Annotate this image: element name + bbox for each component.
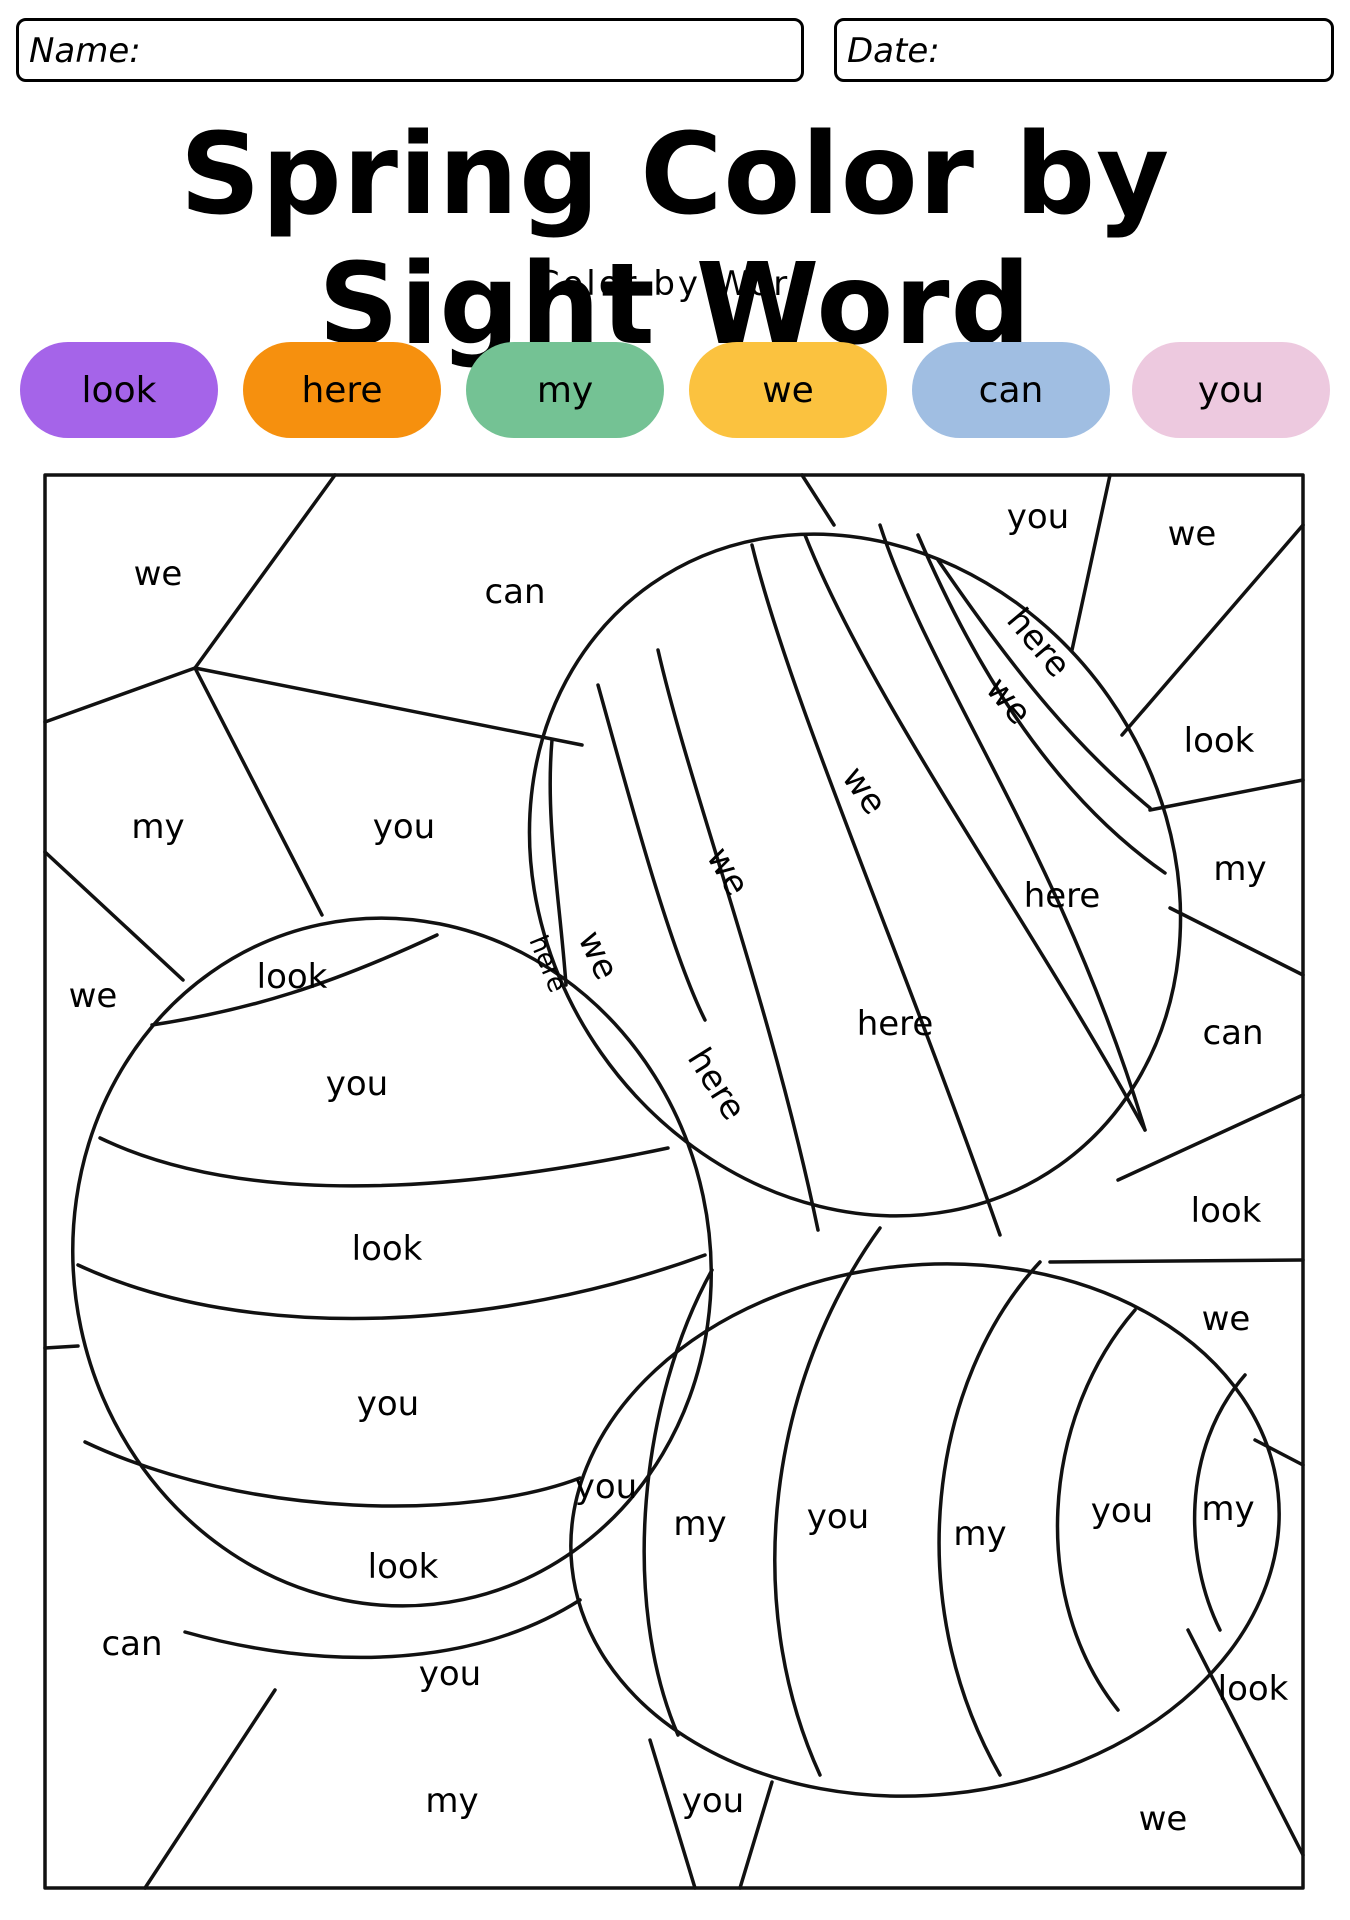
stripe bbox=[803, 533, 1147, 1132]
egg-outline bbox=[527, 532, 1183, 1218]
page-title: Spring Color by Sight Word bbox=[179, 110, 1171, 370]
background-lines bbox=[43, 473, 1305, 1890]
outline bbox=[143, 1688, 277, 1890]
egg-left bbox=[71, 916, 713, 1660]
region-word: we bbox=[570, 925, 627, 986]
region-word: here bbox=[679, 1041, 754, 1127]
region-word: we bbox=[69, 976, 118, 1016]
legend-pill-look: look bbox=[20, 342, 218, 438]
region-word: here bbox=[857, 1004, 934, 1044]
outline bbox=[800, 473, 836, 527]
region-word: we bbox=[1168, 514, 1217, 554]
stripe bbox=[183, 1598, 582, 1660]
outline bbox=[1186, 1628, 1305, 1857]
outline bbox=[1120, 523, 1305, 737]
legend-word: look bbox=[81, 369, 157, 411]
legend-pill-you: you bbox=[1132, 342, 1330, 438]
stripe bbox=[750, 543, 1002, 1237]
region-word: you bbox=[419, 1654, 481, 1694]
outline bbox=[1253, 1438, 1305, 1467]
region-word: look bbox=[352, 1229, 423, 1269]
outline bbox=[1116, 1093, 1305, 1182]
stripe bbox=[773, 1226, 882, 1777]
stripe bbox=[150, 933, 439, 1027]
outline bbox=[1070, 473, 1112, 652]
region-word: you bbox=[575, 1467, 637, 1507]
stripe bbox=[878, 523, 1147, 1132]
stripe bbox=[76, 1253, 707, 1321]
legend-word: we bbox=[762, 369, 814, 411]
region-word: my bbox=[673, 1504, 726, 1544]
legend-pill-we: we bbox=[689, 342, 887, 438]
stripe bbox=[936, 558, 1152, 810]
region-word: my bbox=[131, 807, 184, 847]
region-word: we bbox=[1139, 1799, 1188, 1839]
region-word: my bbox=[425, 1781, 478, 1821]
outline bbox=[738, 1780, 774, 1890]
region-words: we can you we my you we look my can look… bbox=[69, 497, 1289, 1839]
region-word: you bbox=[326, 1064, 388, 1104]
stripe bbox=[656, 648, 820, 1232]
legend-pill-can: can bbox=[912, 342, 1110, 438]
legend-word: you bbox=[1197, 369, 1265, 411]
region-word: you bbox=[373, 807, 435, 847]
stripe bbox=[1192, 1373, 1247, 1632]
region-word: my bbox=[953, 1514, 1006, 1554]
region-word: we bbox=[977, 669, 1039, 732]
region-word: can bbox=[101, 1624, 162, 1664]
region-word: can bbox=[1202, 1013, 1263, 1053]
egg-top-right bbox=[527, 523, 1183, 1237]
region-word: can bbox=[484, 572, 545, 612]
legend-word: my bbox=[536, 369, 594, 411]
egg-bottom-right bbox=[569, 1226, 1281, 1798]
legend-word: here bbox=[301, 369, 383, 411]
stripe bbox=[596, 683, 707, 1022]
region-word: my bbox=[1201, 1489, 1254, 1529]
region-word: you bbox=[682, 1781, 744, 1821]
region-word: you bbox=[357, 1384, 419, 1424]
legend-pill-my: my bbox=[466, 342, 664, 438]
outline bbox=[1048, 1258, 1305, 1264]
stripe bbox=[83, 1440, 582, 1508]
outline bbox=[1148, 778, 1305, 812]
legend-pill-here: here bbox=[243, 342, 441, 438]
date-label: Date: bbox=[847, 31, 940, 71]
region-word: look bbox=[257, 957, 328, 997]
outline bbox=[43, 1344, 80, 1350]
stripe bbox=[642, 1268, 714, 1737]
stripe bbox=[937, 1260, 1042, 1777]
region-word: my bbox=[1213, 849, 1266, 889]
egg-outline bbox=[71, 916, 713, 1608]
region-word: we bbox=[698, 840, 757, 902]
region-word: you bbox=[1007, 497, 1069, 537]
outline bbox=[43, 850, 185, 982]
stripe bbox=[98, 1136, 670, 1188]
region-word: we bbox=[134, 554, 183, 594]
outline bbox=[193, 666, 324, 917]
region-word: here bbox=[1024, 876, 1101, 916]
legend-word: can bbox=[978, 369, 1044, 411]
stripe bbox=[548, 738, 568, 987]
region-word: we bbox=[1202, 1299, 1251, 1339]
stripe bbox=[916, 533, 1167, 875]
outline bbox=[43, 473, 337, 724]
egg-outline bbox=[569, 1262, 1281, 1798]
region-word: look bbox=[368, 1547, 439, 1587]
outline bbox=[193, 666, 584, 747]
region-word: look bbox=[1184, 721, 1255, 761]
picture-frame bbox=[43, 473, 1305, 1890]
name-label: Name: bbox=[29, 31, 141, 71]
date-field[interactable]: Date: bbox=[834, 18, 1334, 82]
region-word: you bbox=[807, 1497, 869, 1537]
region-word: look bbox=[1218, 1669, 1289, 1709]
name-field[interactable]: Name: bbox=[16, 18, 804, 82]
outline bbox=[648, 1738, 697, 1890]
region-word: look bbox=[1191, 1191, 1262, 1231]
region-word: you bbox=[1091, 1491, 1153, 1531]
outline bbox=[1168, 906, 1305, 977]
stripe bbox=[1055, 1308, 1137, 1712]
page-subtitle: Color by Word bbox=[535, 264, 815, 304]
